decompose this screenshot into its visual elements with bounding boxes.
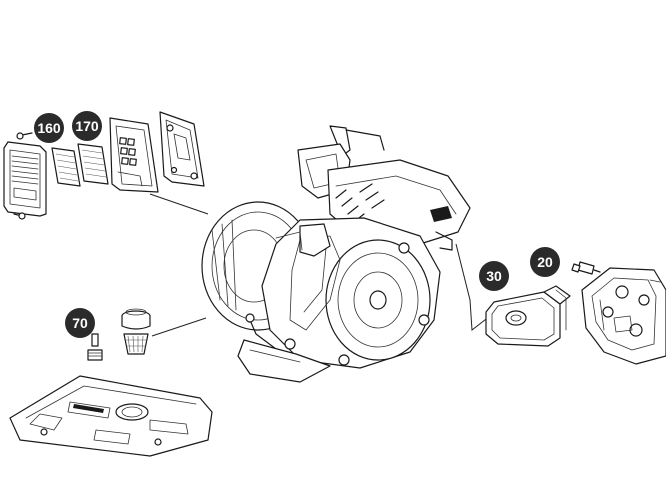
spark-plug bbox=[571, 261, 601, 275]
air-filter-assembly bbox=[3, 111, 209, 220]
foam-filter-element bbox=[51, 147, 81, 187]
muffler-assembly bbox=[485, 285, 571, 347]
exhaust-port bbox=[435, 231, 453, 251]
oil-filler-cap bbox=[121, 308, 151, 330]
filter-base bbox=[159, 111, 205, 187]
callout-30-label: 30 bbox=[486, 268, 502, 284]
leader-oil-parts bbox=[151, 317, 207, 337]
bottom-cover-plate bbox=[9, 375, 213, 457]
callout-160-label: 160 bbox=[37, 120, 61, 136]
air-filter-cover bbox=[3, 141, 47, 217]
carburetor-area bbox=[299, 223, 331, 257]
callout-20-label: 20 bbox=[537, 254, 553, 270]
screw-bottom bbox=[13, 212, 26, 220]
callout-30: 30 bbox=[479, 261, 509, 291]
oil-strainer bbox=[123, 333, 149, 355]
callout-70-label: 70 bbox=[72, 315, 88, 331]
engine-base bbox=[237, 339, 331, 383]
callout-170: 170 bbox=[72, 111, 102, 141]
filter-housing bbox=[109, 117, 159, 193]
callout-70: 70 bbox=[65, 308, 95, 338]
oil-drain-parts bbox=[87, 308, 207, 361]
engine-body bbox=[201, 125, 471, 383]
callout-160: 160 bbox=[34, 113, 64, 143]
callout-170-label: 170 bbox=[75, 118, 99, 134]
screw-top bbox=[16, 132, 33, 140]
crankcase bbox=[261, 217, 441, 369]
cylinder-head bbox=[581, 267, 666, 365]
leader-air-filter bbox=[149, 193, 209, 215]
paper-filter-element bbox=[77, 143, 109, 185]
leader-muffler bbox=[455, 243, 491, 331]
drain-bolt bbox=[87, 333, 103, 361]
callout-20: 20 bbox=[530, 247, 560, 277]
